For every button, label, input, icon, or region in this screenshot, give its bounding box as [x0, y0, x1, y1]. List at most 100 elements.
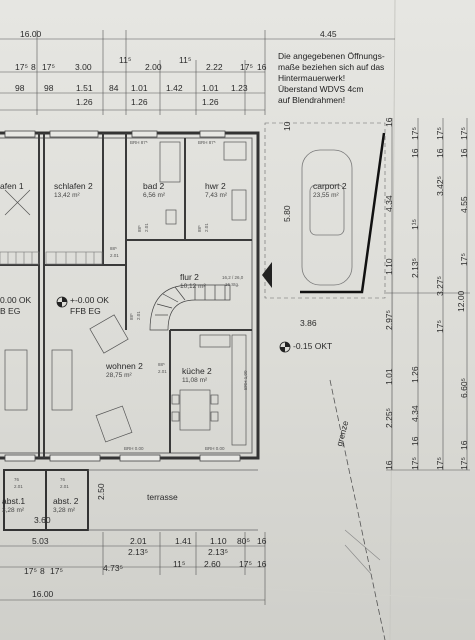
right-dimension: 3.42⁵: [435, 175, 445, 196]
carport-top-dimension: 10: [282, 121, 292, 131]
car-outline: [301, 149, 353, 286]
right-dimension: 3.27⁵: [435, 275, 445, 296]
right-total-dimension: 12.00: [456, 290, 466, 312]
floor-level-value-left: 0.00 OK: [0, 295, 32, 305]
door-width: 88⁵: [197, 225, 202, 232]
top-dimension: 1.26: [202, 97, 219, 107]
bathroom-fixtures: [159, 141, 247, 225]
right-dimension: 6.60⁵: [459, 377, 469, 398]
top-dimension: 11⁵: [119, 55, 132, 65]
storage-walls: [3, 469, 89, 531]
room-name: schlafen 2: [54, 181, 93, 191]
right-dimension: 4.55: [459, 196, 469, 213]
right-dimension: 2.13⁵: [410, 257, 420, 278]
carport-boundary: [300, 132, 386, 294]
interior-walls: [0, 133, 252, 458]
window-sill-height: BRH 0.00: [205, 446, 225, 451]
top-dimension: 16.00: [20, 29, 42, 39]
bottom-dimension: 11⁵: [173, 559, 186, 569]
window-sill-height: BRH 87⁵: [130, 140, 148, 145]
storage-width-dimension: 3.60: [34, 515, 51, 525]
top-dimension: 2.00: [145, 62, 162, 72]
bottom-dimension: 2.60: [204, 559, 221, 569]
room-area: 13,42 m²: [54, 192, 80, 199]
storage-door-width: 76: [14, 477, 20, 482]
opening-dimensions-note: Die angegebenen Öffnungs- maße beziehen …: [278, 51, 385, 106]
note-line: maße beziehen sich auf das: [278, 62, 385, 72]
top-dimension: 1.23: [231, 83, 248, 93]
right-dimension: 16: [459, 148, 469, 158]
room-name: abst.1: [2, 496, 26, 506]
top-dimension: 98: [44, 83, 54, 93]
bottom-dimension: 2.13⁵: [208, 547, 229, 557]
bottom-dimension: 16: [257, 559, 267, 569]
right-dimension-lines: [386, 118, 470, 471]
window-sill-height: BRH 1,00: [243, 370, 248, 390]
carport-width-dimension: 3.86: [300, 318, 317, 328]
storage-depth-dimension: 2.50: [96, 483, 106, 500]
top-dimension: 1.01: [131, 83, 148, 93]
right-dimension: 4.34: [384, 195, 394, 212]
floor-level-value: +-0.00 OK: [70, 295, 109, 305]
top-dimension: 17⁵: [240, 62, 253, 72]
bottom-total-dimension: 16.00: [32, 589, 54, 599]
right-dimension: 1.10: [384, 258, 394, 275]
site-corner-marker: [344, 529, 381, 576]
right-dimension: 17⁵: [435, 127, 445, 140]
right-dimension: 1¹⁵: [410, 218, 420, 230]
note-line: Die angegebenen Öffnungs-: [278, 51, 385, 61]
bottom-dimension-lines: [0, 532, 266, 605]
right-dimension: 17⁵: [435, 320, 445, 333]
bottom-dimension: 1.10: [210, 536, 227, 546]
room-name: afen 1: [0, 181, 24, 191]
floor-level-label: FFB EG: [70, 306, 101, 316]
carport-depth-dimension: 5.80: [282, 205, 292, 222]
wall-hatching: [0, 251, 103, 265]
kitchen-furniture: [171, 334, 247, 446]
right-dimension: 16: [435, 148, 445, 158]
room-area: 28,75 m²: [106, 372, 132, 379]
entrance-arrow-icon: [262, 262, 272, 288]
door-height: 2.01: [144, 223, 149, 232]
storage-door-height: 2.01: [14, 484, 23, 489]
door-height: 2.01: [136, 311, 141, 320]
note-line: auf Blendrahmen!: [278, 95, 346, 105]
bottom-windows: [4, 454, 241, 462]
right-dimension: 17⁵: [459, 457, 469, 470]
top-dimension-lines: [0, 30, 395, 115]
top-dimension: 17⁵: [42, 62, 55, 72]
right-dimension: 16: [384, 460, 394, 470]
room-area: 7,43 m²: [205, 192, 228, 199]
okt-level: -0.15 OKT: [293, 341, 333, 351]
room-area: 23,55 m²: [313, 192, 339, 199]
right-dimension: 2.97⁵: [384, 309, 394, 330]
note-line: Überstand WDVS 4cm: [278, 84, 364, 94]
room-name: carport 2: [313, 181, 347, 191]
paper-fold: [389, 0, 396, 640]
right-dimension: 17⁵: [459, 253, 469, 266]
bottom-dimension: 17⁵: [24, 566, 37, 576]
carport-outline: [264, 122, 386, 299]
note-line: Hintermauerwerk!: [278, 73, 346, 83]
room-name: flur 2: [180, 272, 199, 282]
right-dimension: 1.26: [410, 366, 420, 383]
right-dimension: 4.34: [410, 405, 420, 422]
room-area: 3,28 m²: [53, 507, 76, 514]
door-width: 88⁵: [158, 362, 165, 367]
door-height: 2.01: [110, 253, 119, 258]
top-dimension: 16: [257, 62, 267, 72]
terrace-outline: [88, 469, 258, 531]
bottom-dimension: 80⁵: [237, 536, 250, 546]
bedroom-furniture: [4, 189, 31, 216]
top-dimension: 11⁵: [179, 55, 192, 65]
room-area: 3,28 m²: [2, 507, 25, 514]
room-name: abst. 2: [53, 496, 79, 506]
top-dimension: 1.26: [76, 97, 93, 107]
top-dimension: 84: [109, 83, 119, 93]
top-dimension: 1.42: [166, 83, 183, 93]
door-height: 2.01: [204, 223, 209, 232]
room-area: 10,12 m²: [180, 283, 206, 290]
door-width: 88⁵: [137, 225, 142, 232]
room-name: hwr 2: [205, 181, 226, 191]
